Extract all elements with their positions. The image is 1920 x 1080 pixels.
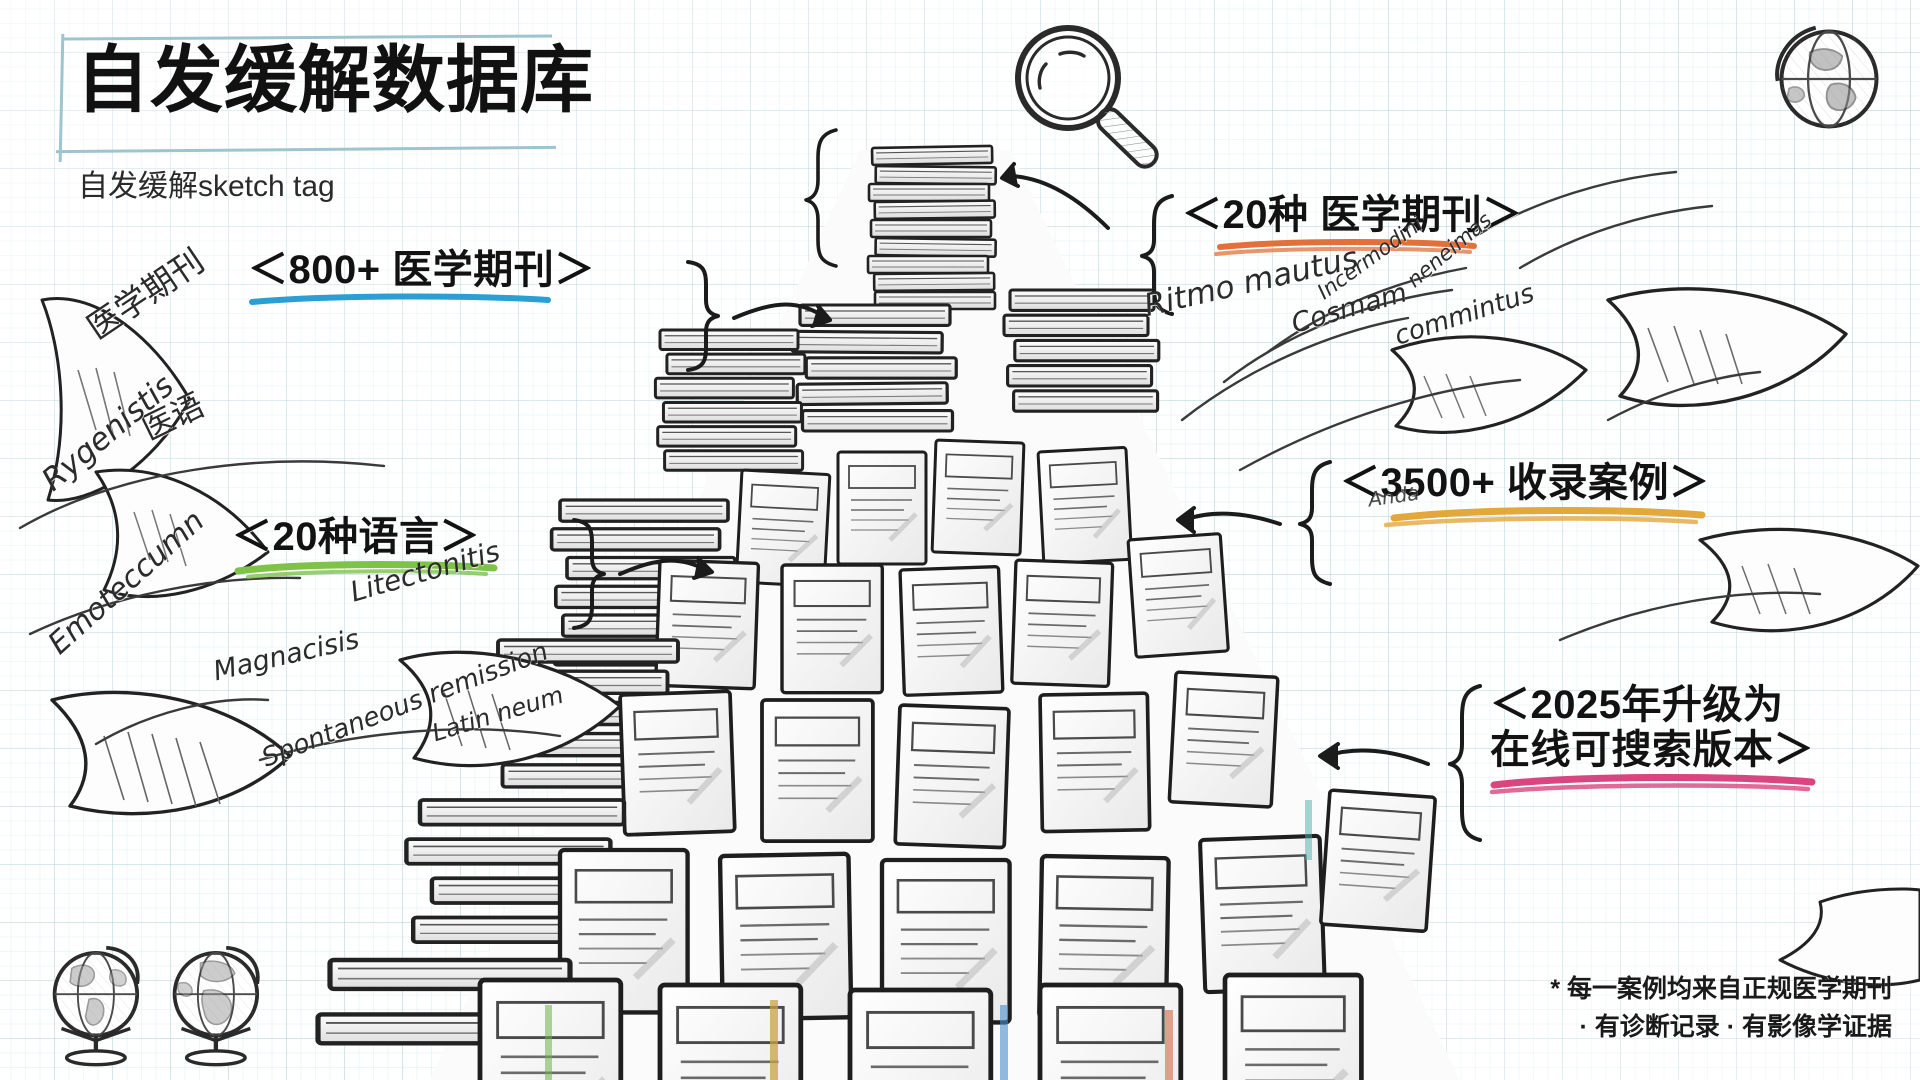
callout-upgrade-2025-line1: ＜2025年升级为 xyxy=(1490,683,1784,727)
callout-journals-800-text: ＜800+ 医学期刊＞ xyxy=(248,248,595,292)
flying-papers-left xyxy=(18,297,622,816)
callout-languages-20: ＜20种语言＞ xyxy=(232,515,502,579)
callout-journals-20: ＜20种 医学期刊＞ xyxy=(1182,193,1523,256)
callout-languages-20-text: ＜20种语言＞ xyxy=(232,515,480,559)
page-subtitle: 自发缓解sketch tag xyxy=(78,170,335,203)
callout-upgrade-2025: ＜2025年升级为 在线可搜索版本＞ xyxy=(1489,683,1820,794)
callout-journals-20-text: ＜20种 医学期刊＞ xyxy=(1182,193,1523,237)
callout-journals-800: ＜800+ 医学期刊＞ xyxy=(248,248,595,305)
globe-icon xyxy=(52,945,140,1067)
callout-cases-3500-text: ＜3500+ 收录案例＞ xyxy=(1340,461,1710,505)
globe-icon xyxy=(172,945,260,1067)
flying-papers-right xyxy=(1180,170,1920,987)
page-title: 自发缓解数据库 xyxy=(76,40,594,121)
footnote-line-1: * 每一案例均来自正规医学期刊 xyxy=(1550,975,1892,1003)
book-tower-illustration xyxy=(318,144,1460,1080)
globe-icon xyxy=(1775,25,1879,129)
signature-squiggle xyxy=(1371,487,1413,501)
footnote-block: * 每一案例均来自正规医学期刊 · 有诊断记录 · 有影像学证据 xyxy=(1550,971,1892,1046)
footnote-line-2: · 有诊断记录 · 有影像学证据 xyxy=(1579,1012,1893,1041)
callout-cases-3500: ＜3500+ 收录案例＞ xyxy=(1340,461,1710,528)
callout-upgrade-2025-line2: 在线可搜索版本＞ xyxy=(1490,727,1814,772)
callout-connectors xyxy=(572,128,1482,842)
magnifier-icon xyxy=(1015,25,1159,169)
